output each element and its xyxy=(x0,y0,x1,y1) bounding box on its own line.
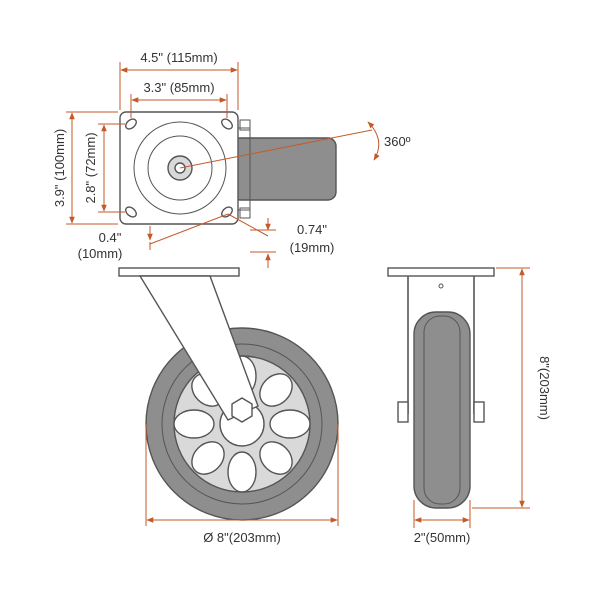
wheel-diameter-label: Ø 8"(203mm) xyxy=(203,530,281,545)
axle-nut xyxy=(231,397,253,423)
mounting-hole xyxy=(221,118,233,130)
hole-spacing-length-label: 2.8" (72mm) xyxy=(83,132,98,203)
plate-thickness-mm-label: (10mm) xyxy=(78,246,123,261)
front-plate xyxy=(387,267,495,277)
mounting-hole xyxy=(125,118,137,130)
side-view: Ø 8"(203mm) xyxy=(118,267,339,545)
plate-thickness-label: 0.4" xyxy=(99,230,122,245)
plate-width-label: 4.5" (115mm) xyxy=(140,50,217,65)
front-wheel xyxy=(413,311,471,509)
mounting-hole xyxy=(125,206,137,218)
plate-length-label: 3.9" (100mm) xyxy=(52,129,67,207)
total-height-label: 8"(203mm) xyxy=(537,356,552,420)
front-view: 8"(203mm) 2"(50mm) xyxy=(387,267,552,545)
side-plate xyxy=(118,267,240,277)
top-view: 4.5" (115mm) 3.3" (85mm) 3.9" (100mm) 2.… xyxy=(52,50,411,268)
hole-spacing-width-label: 3.3" (85mm) xyxy=(143,80,214,95)
fork-arm xyxy=(138,275,259,421)
offset-mm-label: (19mm) xyxy=(290,240,335,255)
wheel-width-label: 2"(50mm) xyxy=(414,530,471,545)
rotation-label: 360º xyxy=(384,134,411,149)
offset-label: 0.74" xyxy=(297,222,327,237)
